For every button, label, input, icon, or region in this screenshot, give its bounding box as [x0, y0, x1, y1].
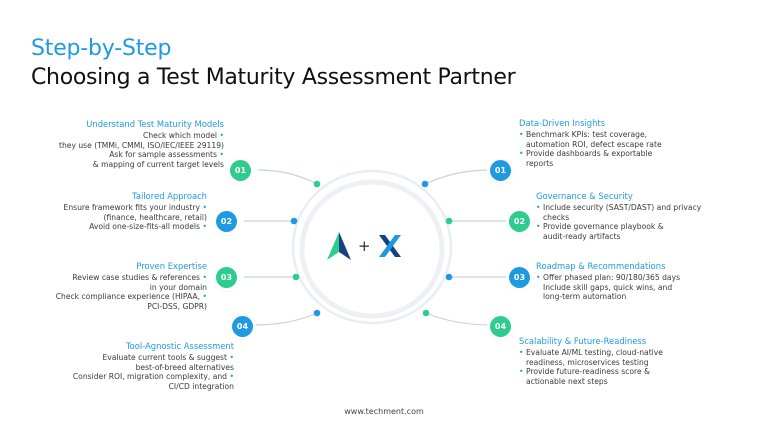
center-logos: +: [326, 226, 406, 266]
bullet: Avoid one-size-fits-all models: [24, 222, 207, 232]
step-left-3-badge: 03: [216, 267, 237, 288]
bullet: actionable next steps: [526, 376, 608, 386]
bullet: Check which model: [44, 131, 224, 141]
bullet: automation ROI, defect escape rate: [526, 139, 662, 149]
step-right-2-badge: 02: [509, 211, 530, 232]
bullet: Check compliance experience (HIPAA,: [24, 292, 207, 302]
bullet: Provide governance playbook &: [536, 222, 736, 232]
step-left-3-heading: Proven Expertise: [136, 261, 207, 271]
connector-left-4: [252, 312, 318, 326]
title-step: Step-by-Step: [31, 36, 172, 61]
dot-right-1: [421, 180, 429, 188]
bullet: Offer phased plan: 90/180/365 days: [536, 273, 736, 283]
step-right-3: Roadmap & Recommendations Offer phased p…: [536, 261, 736, 302]
step-left-2-bullets: Ensure framework fits your industry (fin…: [24, 203, 207, 232]
x-logo-icon: [378, 235, 401, 257]
a-logo-icon: [327, 232, 351, 260]
connector-right-4: [425, 312, 493, 326]
step-right-4-heading: Scalability & Future-Readiness: [519, 336, 647, 346]
step-left-1: Understand Test Maturity Models Check wh…: [44, 119, 224, 169]
bullet: in your domain: [149, 282, 207, 292]
step-right-1-badge: 01: [490, 160, 511, 181]
bullet: Benchmark KPIs: test coverage,: [519, 130, 719, 140]
step-left-3: Proven Expertise Review case studies & r…: [24, 261, 207, 311]
bullet: Evaluate current tools & suggest: [44, 353, 235, 363]
bullet: (finance, healthcare, retail): [103, 212, 207, 222]
bullet: Provide future-readiness score &: [519, 367, 724, 377]
step-right-2-heading: Governance & Security: [536, 191, 633, 201]
bullet: Review case studies & references: [24, 273, 207, 283]
step-right-1-bullets: Benchmark KPIs: test coverage, automatio…: [519, 130, 719, 168]
dot-right-2: [445, 217, 453, 225]
plus-sign: +: [358, 237, 371, 255]
step-right-2: Governance & Security Include security (…: [536, 191, 736, 241]
bullet: Evaluate AI/ML testing, cloud-native: [519, 348, 724, 358]
connector-right-1: [424, 169, 492, 185]
step-right-2-bullets: Include security (SAST/DAST) and privacy…: [536, 203, 736, 241]
step-left-1-heading: Understand Test Maturity Models: [86, 119, 224, 129]
step-right-3-heading: Roadmap & Recommendations: [536, 261, 666, 271]
step-left-1-badge: 01: [230, 160, 251, 181]
step-right-3-bullets: Offer phased plan: 90/180/365 days Inclu…: [536, 273, 736, 302]
step-left-2: Tailored Approach Ensure framework fits …: [24, 191, 207, 232]
step-left-3-bullets: Review case studies & references in your…: [24, 273, 207, 311]
center-disc-shadow: [299, 179, 445, 319]
dot-left-2: [290, 217, 298, 225]
bullet: checks: [543, 212, 570, 222]
bullet: Include security (SAST/DAST) and privacy: [536, 203, 736, 213]
bullet: audit-ready artifacts: [543, 231, 621, 241]
step-left-2-heading: Tailored Approach: [132, 191, 207, 201]
bullet: reports: [526, 158, 554, 168]
step-left-2-badge: 02: [216, 211, 237, 232]
step-right-4-bullets: Evaluate AI/ML testing, cloud-native rea…: [519, 348, 724, 386]
dot-left-1: [313, 180, 321, 188]
step-right-4: Scalability & Future-Readiness Evaluate …: [519, 336, 724, 386]
step-right-3-badge: 03: [509, 267, 530, 288]
bullet: they use (TMMi, CMMI, ISO/IEC/IEEE 29119…: [58, 140, 224, 150]
dot-right-3: [445, 273, 453, 281]
bullet: CI/CD integration: [168, 381, 234, 391]
center-disc: [302, 180, 442, 314]
bullet: Ensure framework fits your industry: [24, 203, 207, 213]
step-left-4-badge: 04: [232, 316, 253, 337]
bullet: PCI-DSS, GDPR): [147, 301, 207, 311]
step-left-4-heading: Tool-Agnostic Assessment: [125, 341, 234, 351]
bullet: Consider ROI, migration complexity, and: [44, 372, 234, 382]
step-right-4-badge: 04: [490, 316, 511, 337]
footer-url[interactable]: www.techment.com: [344, 407, 424, 416]
bullet: readiness, microservices testing: [526, 357, 649, 367]
step-right-1-heading: Data-Driven Insights: [519, 118, 606, 128]
page-title: Choosing a Test Maturity Assessment Part…: [31, 65, 516, 90]
dot-left-3: [292, 273, 300, 281]
dot-left-4: [313, 309, 321, 317]
bullet: Ask for sample assessments: [44, 150, 224, 160]
bullet: Include skill gaps, quick wins, and: [543, 282, 673, 292]
step-left-1-bullets: Check which model they use (TMMi, CMMI, …: [44, 131, 224, 169]
connector-left-1: [257, 169, 318, 185]
bullet: Provide dashboards & exportable: [519, 149, 719, 159]
dot-right-4: [422, 309, 430, 317]
bullet: long-term automation: [543, 292, 627, 302]
bullet: best-of-breed alternatives: [135, 362, 234, 372]
step-right-1: Data-Driven Insights Benchmark KPIs: tes…: [519, 118, 719, 168]
center-halo: [291, 169, 453, 325]
step-left-4: Tool-Agnostic Assessment Evaluate curren…: [44, 341, 234, 391]
step-left-4-bullets: Evaluate current tools & suggest best-of…: [44, 353, 234, 391]
title-block: Step-by-Step Choosing a Test Maturity As…: [31, 36, 516, 92]
bullet: & mapping of current target levels: [92, 159, 224, 169]
